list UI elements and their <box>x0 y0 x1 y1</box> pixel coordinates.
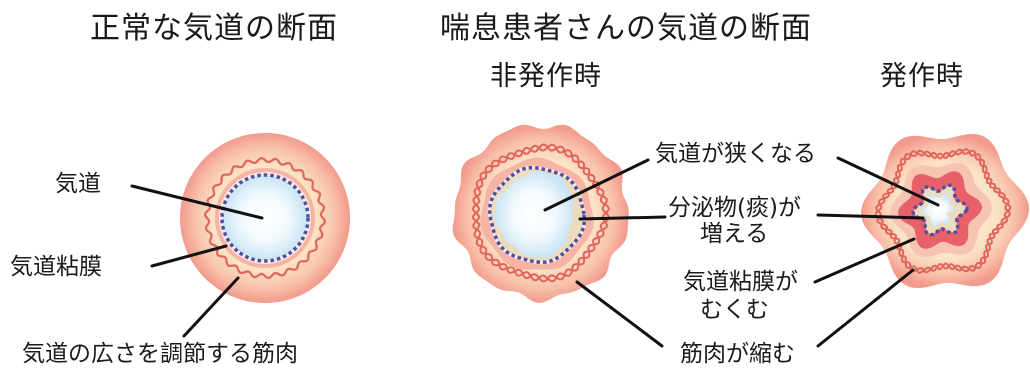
label-narrowing: 気道が狭くなる <box>655 143 816 166</box>
title-normal-airway: 正常な気道の断面 <box>90 14 338 44</box>
label-swelling-line2: むくむ <box>700 299 769 322</box>
leader-muscle <box>184 278 238 336</box>
subtitle-non-attack: 非発作時 <box>490 63 602 90</box>
subtitle-attack: 発作時 <box>880 63 964 90</box>
normal-airway-cross-section <box>180 133 350 303</box>
non-attack-airway-cross-section <box>453 125 629 303</box>
leader-muscle-non-attack <box>577 282 662 346</box>
title-asthma-airway: 喘息患者さんの気道の断面 <box>440 14 812 44</box>
label-airway: 気道 <box>55 173 101 196</box>
label-swelling-line1: 気道粘膜が <box>683 271 798 294</box>
leader-secretion-non-attack <box>580 217 665 219</box>
label-secretion-line2: 増える <box>700 223 768 246</box>
label-muscle: 気道の広さを調節する筋肉 <box>22 343 298 366</box>
label-secretion-line1: 分泌物(痰)が <box>668 197 801 220</box>
label-muscle-contracts: 筋肉が縮む <box>680 343 795 366</box>
attack-airway-cross-section <box>861 134 1029 288</box>
label-mucosa: 気道粘膜 <box>10 256 102 279</box>
leader-muscle-attack <box>818 270 913 346</box>
